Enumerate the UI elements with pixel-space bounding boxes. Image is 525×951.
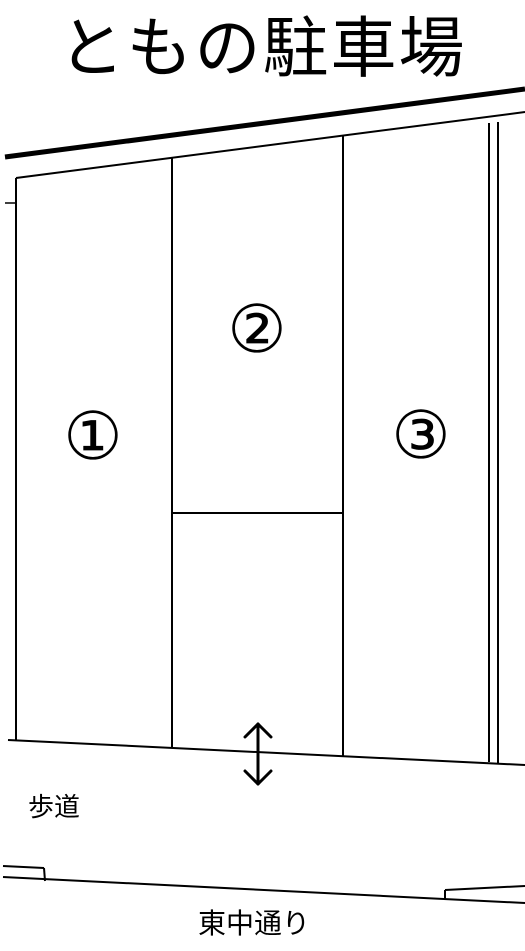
street-label: 東中通り	[198, 907, 310, 940]
space-3-number: ③	[391, 397, 450, 474]
space-2-number: ②	[227, 291, 286, 368]
space-1-number: ①	[63, 398, 122, 475]
sidewalk-label: 歩道	[28, 793, 80, 823]
lot-front-edge	[7, 739, 525, 766]
top-boundary-wall	[4, 86, 525, 160]
page-title: ともの駐車場	[58, 10, 467, 87]
entry-arrow-icon	[243, 722, 273, 786]
street-curb	[2, 865, 525, 904]
roof-line	[15, 111, 525, 179]
